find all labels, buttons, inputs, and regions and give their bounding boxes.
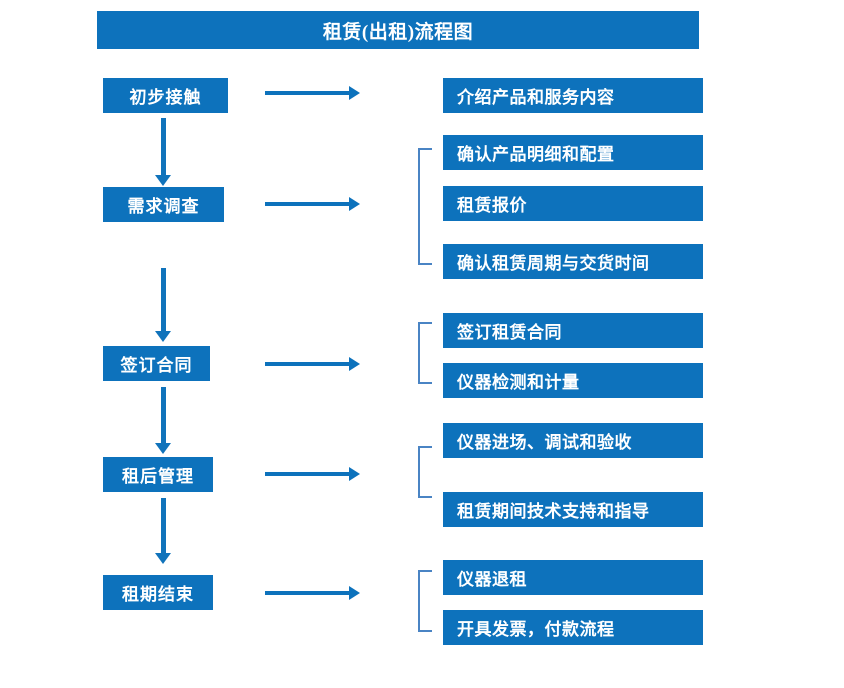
arrow-down-icon-3	[155, 387, 171, 454]
arrow-down-icon-4	[155, 498, 171, 564]
arrow-head	[349, 467, 360, 481]
arrow-right-icon-5	[265, 586, 360, 600]
detail-box-2-2[interactable]: 租赁报价	[443, 186, 703, 221]
arrow-head	[155, 553, 171, 564]
arrow-head	[349, 586, 360, 600]
stage-box-3[interactable]: 签订合同	[103, 346, 210, 381]
detail-box-2-1[interactable]: 确认产品明细和配置	[443, 135, 703, 170]
arrow-head	[155, 331, 171, 342]
stage-box-4[interactable]: 租后管理	[103, 457, 213, 492]
page-title: 租赁(出租)流程图	[97, 11, 699, 49]
arrow-shaft	[161, 498, 166, 553]
arrow-shaft	[161, 268, 166, 331]
detail-box-3-2[interactable]: 仪器检测和计量	[443, 363, 703, 398]
stage-box-2[interactable]: 需求调查	[103, 187, 224, 222]
detail-box-2-3[interactable]: 确认租赁周期与交货时间	[443, 244, 703, 279]
arrow-head	[155, 443, 171, 454]
arrow-right-icon-1	[265, 86, 360, 100]
arrow-right-icon-3	[265, 357, 360, 371]
arrow-head	[155, 175, 171, 186]
arrow-head	[349, 357, 360, 371]
arrow-right-icon-2	[265, 197, 360, 211]
detail-box-5-2[interactable]: 开具发票，付款流程	[443, 610, 703, 645]
arrow-shaft	[265, 91, 349, 95]
group-bracket-2	[418, 148, 432, 265]
arrow-right-icon-4	[265, 467, 360, 481]
arrow-down-icon-1	[155, 118, 171, 186]
detail-box-4-2[interactable]: 租赁期间技术支持和指导	[443, 492, 703, 527]
group-bracket-4	[418, 446, 432, 498]
arrow-shaft	[265, 202, 349, 206]
detail-box-1-1[interactable]: 介绍产品和服务内容	[443, 78, 703, 113]
arrow-head	[349, 197, 360, 211]
stage-box-1[interactable]: 初步接触	[103, 78, 228, 113]
arrow-shaft	[161, 118, 166, 175]
detail-box-5-1[interactable]: 仪器退租	[443, 560, 703, 595]
arrow-down-icon-2	[155, 268, 171, 342]
arrow-shaft	[265, 362, 349, 366]
detail-box-3-1[interactable]: 签订租赁合同	[443, 313, 703, 348]
group-bracket-5	[418, 570, 432, 632]
arrow-shaft	[265, 591, 349, 595]
arrow-head	[349, 86, 360, 100]
group-bracket-3	[418, 322, 432, 384]
stage-box-5[interactable]: 租期结束	[103, 575, 213, 610]
arrow-shaft	[265, 472, 349, 476]
detail-box-4-1[interactable]: 仪器进场、调试和验收	[443, 423, 703, 458]
arrow-shaft	[161, 387, 166, 443]
